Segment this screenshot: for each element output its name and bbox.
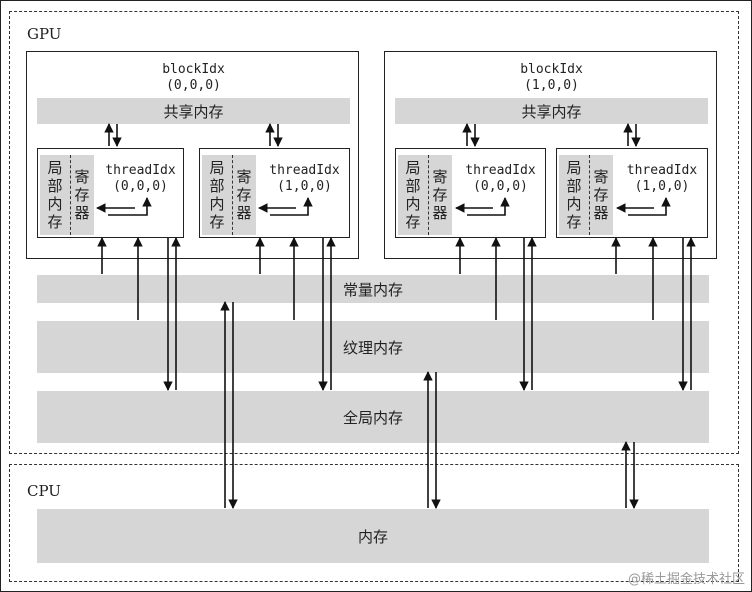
local-memory-label: 局部内存 [405,159,421,231]
thread-1: 局部内存 寄存器 threadIdx (1,0,0) [556,148,708,238]
gpu-label: GPU [27,25,62,43]
block-1: blockIdx (1,0,0) 共享内存 局部内存 寄存器 threadIdx… [384,51,717,259]
cpu-memory: 内存 [37,509,709,563]
registers: 寄存器 [70,155,94,235]
local-memory: 局部内存 [202,155,232,235]
local-memory: 局部内存 [40,155,70,235]
thread-1: 局部内存 寄存器 threadIdx (1,0,0) [199,148,350,238]
local-memory-label: 局部内存 [47,159,63,231]
registers: 寄存器 [428,155,452,235]
thread-idx-label: threadIdx [626,163,698,178]
constant-memory: 常量内存 [37,275,709,303]
registers: 寄存器 [232,155,256,235]
thread-idx-value: (1,0,0) [277,179,332,194]
local-memory-label: 局部内存 [209,159,225,231]
registers-label: 寄存器 [74,168,90,222]
shared-memory: 共享内存 [395,98,708,124]
block-0: blockIdx (0,0,0) 共享内存 局部内存 寄存器 threadIdx… [26,51,359,259]
block-idx-value: (1,0,0) [524,78,579,93]
global-memory: 全局内存 [37,391,709,443]
thread-0: 局部内存 寄存器 threadIdx (0,0,0) [37,148,184,238]
thread-idx-label: threadIdx [465,163,536,178]
thread-idx-label: threadIdx [105,163,176,178]
block-idx-label: blockIdx [520,62,583,77]
gpu-region [9,11,739,454]
thread-idx-value: (1,0,0) [634,179,690,194]
thread-idx-value: (0,0,0) [113,179,168,194]
cpu-region [9,464,739,582]
registers: 寄存器 [589,155,613,235]
thread-idx-value: (0,0,0) [473,179,528,194]
local-memory: 局部内存 [559,155,589,235]
registers-label: 寄存器 [432,168,448,222]
block-idx-label: blockIdx [162,62,225,77]
texture-memory: 纹理内存 [37,321,709,373]
registers-label: 寄存器 [593,168,609,222]
local-memory: 局部内存 [398,155,428,235]
local-memory-label: 局部内存 [566,159,582,231]
cpu-label: CPU [27,482,61,500]
registers-label: 寄存器 [236,168,252,222]
shared-memory: 共享内存 [37,98,350,124]
watermark: @稀土掘金技术社区 [627,572,745,587]
thread-idx-label: threadIdx [269,163,340,178]
thread-0: 局部内存 寄存器 threadIdx (0,0,0) [395,148,546,238]
block-idx-value: (0,0,0) [166,78,221,93]
